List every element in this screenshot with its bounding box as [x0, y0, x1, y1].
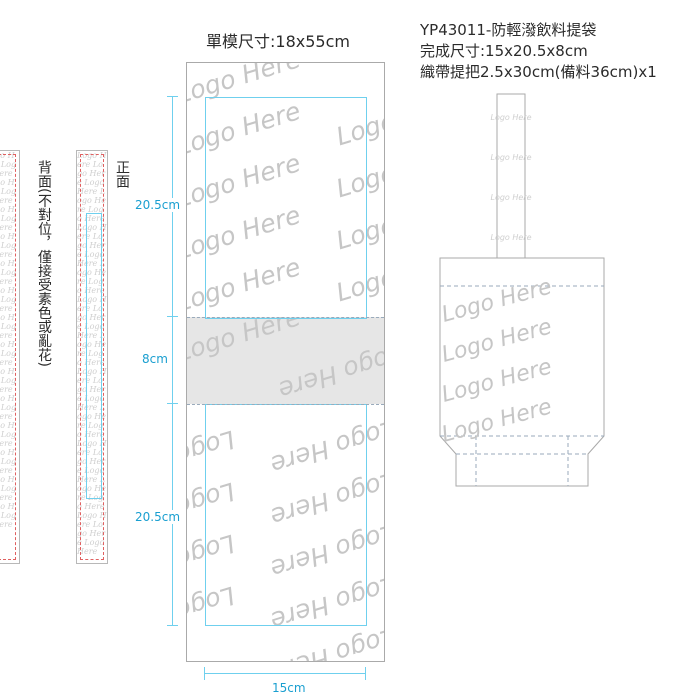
top-panel-dim-label: 20.5cm	[135, 198, 181, 212]
dim-tick	[365, 667, 366, 680]
strap-front-sample: Logo Here Logo Here Logo Here Logo Here …	[76, 150, 108, 564]
gusset-band	[187, 317, 384, 404]
strap-front-print-area	[86, 213, 102, 499]
finished-bag-illustration: Logo Here Logo Here Logo Here Logo Here …	[439, 93, 605, 487]
width-dim-label: 15cm	[272, 681, 306, 695]
product-code-name: YP43011-防輕潑飲料提袋	[420, 21, 597, 39]
strap-back-cut-line	[0, 154, 16, 560]
gusset-artwork: Logo Here Logo Here	[187, 317, 384, 404]
fold-line	[187, 404, 384, 405]
back-panel-guide	[205, 404, 367, 626]
finished-size: 完成尺寸:15x20.5x8cm	[420, 42, 588, 60]
product-info: YP43011-防輕潑飲料提袋 完成尺寸:15x20.5x8cm 織帶提把2.5…	[420, 20, 657, 83]
strap-front-cut-line	[80, 154, 104, 560]
dim-tick	[167, 625, 178, 626]
width-dim-line	[204, 673, 366, 674]
bag-body-outline	[439, 257, 605, 487]
bag-strap-pattern: Logo Here	[490, 113, 531, 122]
strap-front-label: 正面	[114, 160, 130, 188]
die-cut-sheet: Logo Here Logo Here Logo Here Logo Here …	[186, 62, 385, 662]
dim-tick	[204, 667, 205, 680]
strap-back-label: 背面(不對位，僅接受素色或亂花)	[36, 160, 52, 367]
dim-tick	[167, 96, 178, 97]
gusset-dim-line	[172, 316, 173, 403]
fold-line	[187, 317, 384, 318]
die-size-title: 單模尺寸:18x55cm	[206, 32, 350, 51]
bag-strap-pattern: Logo Here	[490, 233, 531, 242]
bag-strap-pattern: Logo Here	[490, 193, 531, 202]
gusset-dim-label: 8cm	[142, 352, 168, 366]
strap-front-pattern: Logo Here Logo Here Logo Here Logo Here …	[77, 151, 107, 556]
bag-strap-pattern: Logo Here	[490, 153, 531, 162]
bottom-panel-dim-label: 20.5cm	[135, 510, 181, 524]
strap-back-pattern: Logo Here Logo Here Logo Here Logo Here …	[0, 151, 17, 529]
strap-spec: 織帶提把2.5x30cm(備料36cm)x1	[420, 63, 657, 81]
strap-back-sample: Logo Here Logo Here Logo Here Logo Here …	[0, 150, 20, 564]
front-panel-guide	[205, 97, 367, 319]
